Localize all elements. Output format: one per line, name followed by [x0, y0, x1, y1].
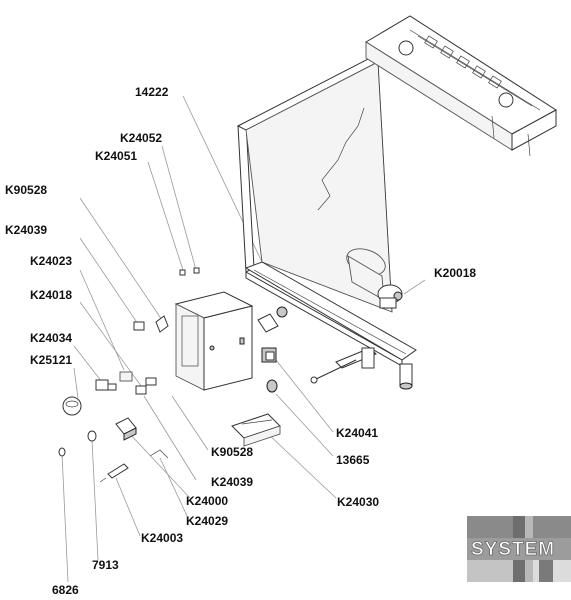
label-K24029: K24029 [186, 514, 228, 528]
leader-lines [61, 95, 426, 583]
label-K24039-b: K24039 [211, 475, 253, 489]
label-K20018: K20018 [434, 266, 476, 280]
label-K24030: K24030 [337, 495, 379, 509]
label-K90528-b: K90528 [211, 445, 253, 459]
label-K24003: K24003 [141, 531, 183, 545]
label-K24052: K24052 [120, 131, 162, 145]
label-K24041: K24041 [336, 426, 378, 440]
label-6826: 6826 [52, 583, 79, 597]
label-7913: 7913 [92, 558, 119, 572]
system-logo-icon: SYSTEM [467, 516, 571, 582]
label-K24000: K24000 [186, 494, 228, 508]
motor-part [346, 248, 403, 309]
latch-lever-part [310, 347, 413, 390]
label-K25121: K25121 [30, 353, 72, 367]
part-labels: 14222 K24052 K24051 K90528 K24039 K24023… [5, 85, 476, 597]
label-13665: 13665 [336, 453, 370, 467]
label-K24051: K24051 [95, 149, 137, 163]
label-K24018: K24018 [30, 288, 72, 302]
control-box [174, 291, 254, 391]
label-K24023: K24023 [30, 254, 72, 268]
small-components [58, 267, 288, 483]
label-K90528-a: K90528 [5, 183, 47, 197]
label-14222: 14222 [135, 85, 169, 99]
logo-text: SYSTEM [471, 539, 555, 560]
label-K24034: K24034 [30, 331, 72, 345]
label-K24039-a: K24039 [5, 223, 47, 237]
